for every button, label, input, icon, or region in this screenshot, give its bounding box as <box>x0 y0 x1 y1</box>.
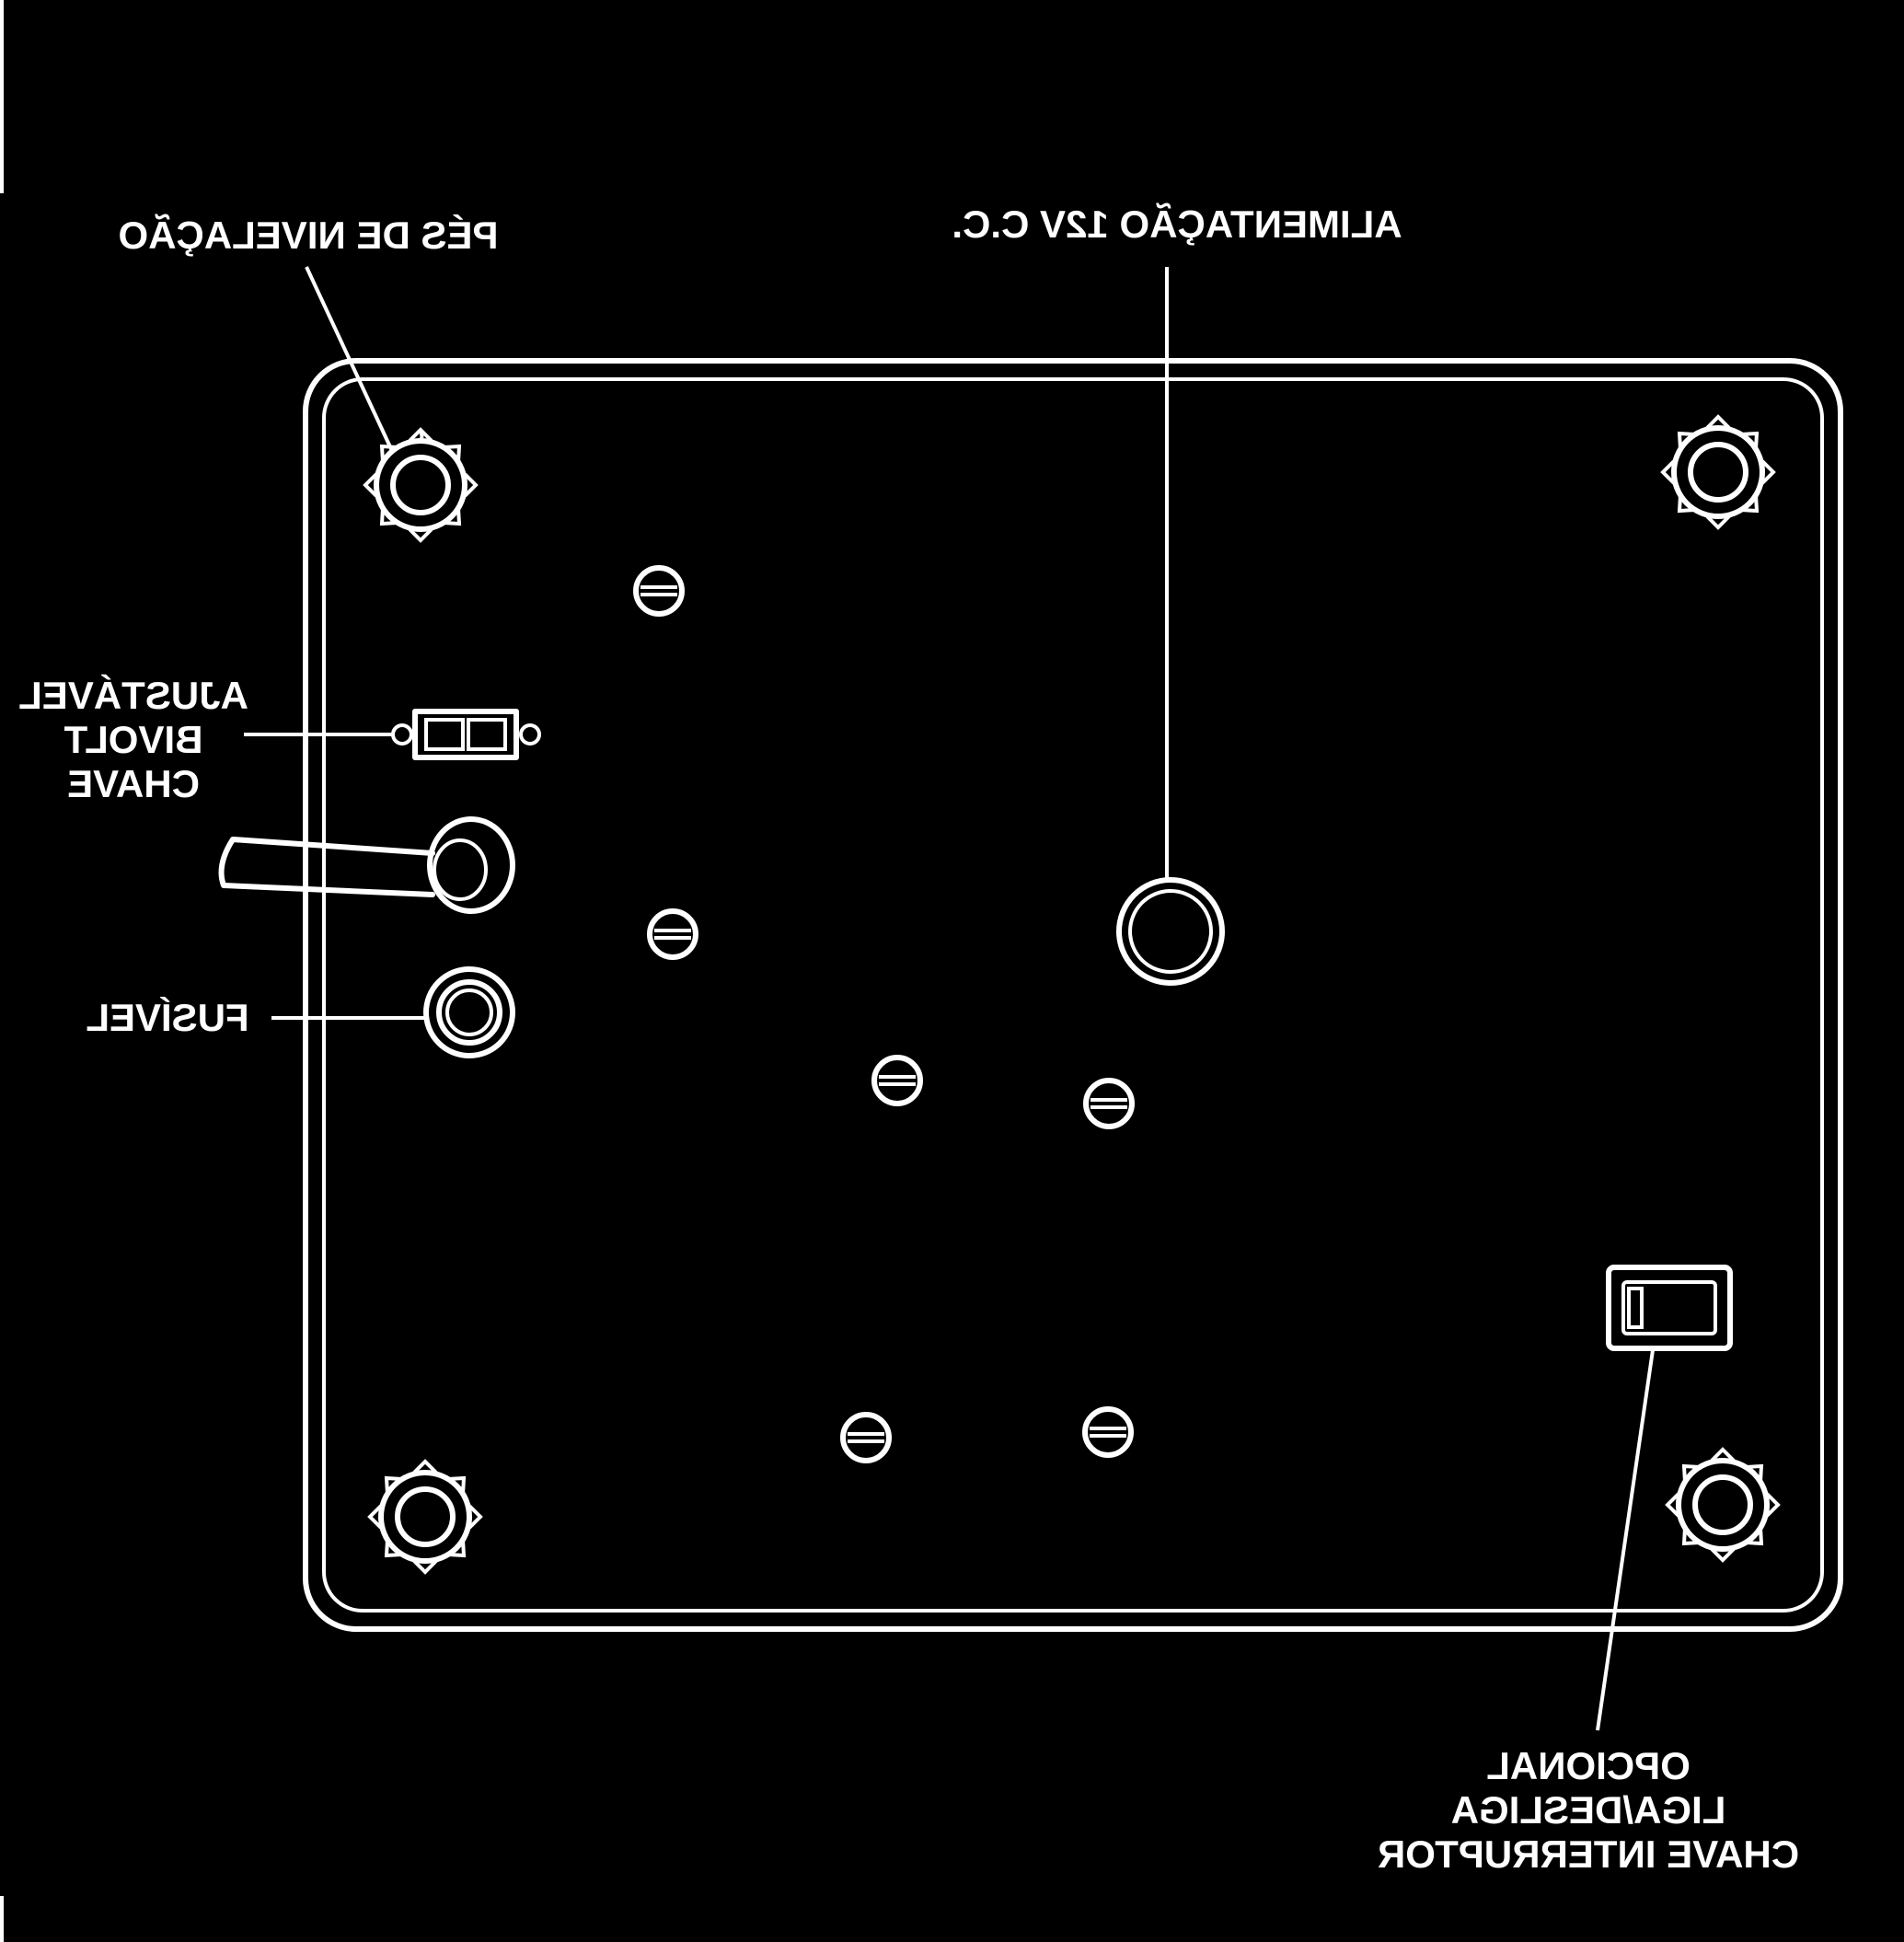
leveling-foot-top-left <box>374 431 467 532</box>
label-bivolt-line-2: BIVOLT <box>63 718 202 761</box>
screw <box>840 1412 892 1463</box>
panel-outer-border <box>303 358 1843 1632</box>
label-power-switch-line-1: OPCIONAL <box>1486 1744 1691 1787</box>
screws <box>633 565 1135 1463</box>
power-input-component <box>1116 877 1225 986</box>
screw <box>1082 1406 1134 1458</box>
foot-petals <box>363 414 1781 1575</box>
bivolt-switch-component <box>391 709 541 760</box>
panel-inner-border <box>322 377 1824 1613</box>
power-cable <box>218 816 515 914</box>
fuse-component <box>423 966 515 1058</box>
border-mark-top <box>0 0 4 193</box>
border-mark-bottom <box>0 1896 4 1942</box>
label-leveling-feet: PÉS DE NIVELAÇÃO <box>118 214 498 257</box>
screw <box>1083 1078 1135 1129</box>
label-power-supply: ALIMENTAÇÃO 12V C.C. <box>952 202 1402 246</box>
label-bivolt-line-1: AJUSTÁVEL <box>18 674 248 717</box>
leveling-foot-bottom-right <box>1676 1458 1770 1552</box>
leveling-foot-top-right <box>1671 425 1765 519</box>
label-bivolt-line-3: CHAVE <box>67 762 200 805</box>
leader-lines <box>244 266 1655 1731</box>
screw <box>633 565 685 617</box>
screw <box>871 1055 923 1106</box>
power-switch-component <box>1606 1265 1733 1351</box>
leveling-foot-bottom-left <box>378 1470 472 1564</box>
label-power-switch-line-3: CHAVE INTERRUPTOR <box>1378 1832 1799 1876</box>
label-fuse: FUSÍVEL <box>86 996 248 1039</box>
screw <box>647 908 698 960</box>
label-power-switch-line-2: LIGA/DESLIGA <box>1451 1788 1726 1832</box>
labels: PÉS DE NIVELAÇÃO ALIMENTAÇÃO 12V C.C. AJ… <box>18 202 1799 1876</box>
